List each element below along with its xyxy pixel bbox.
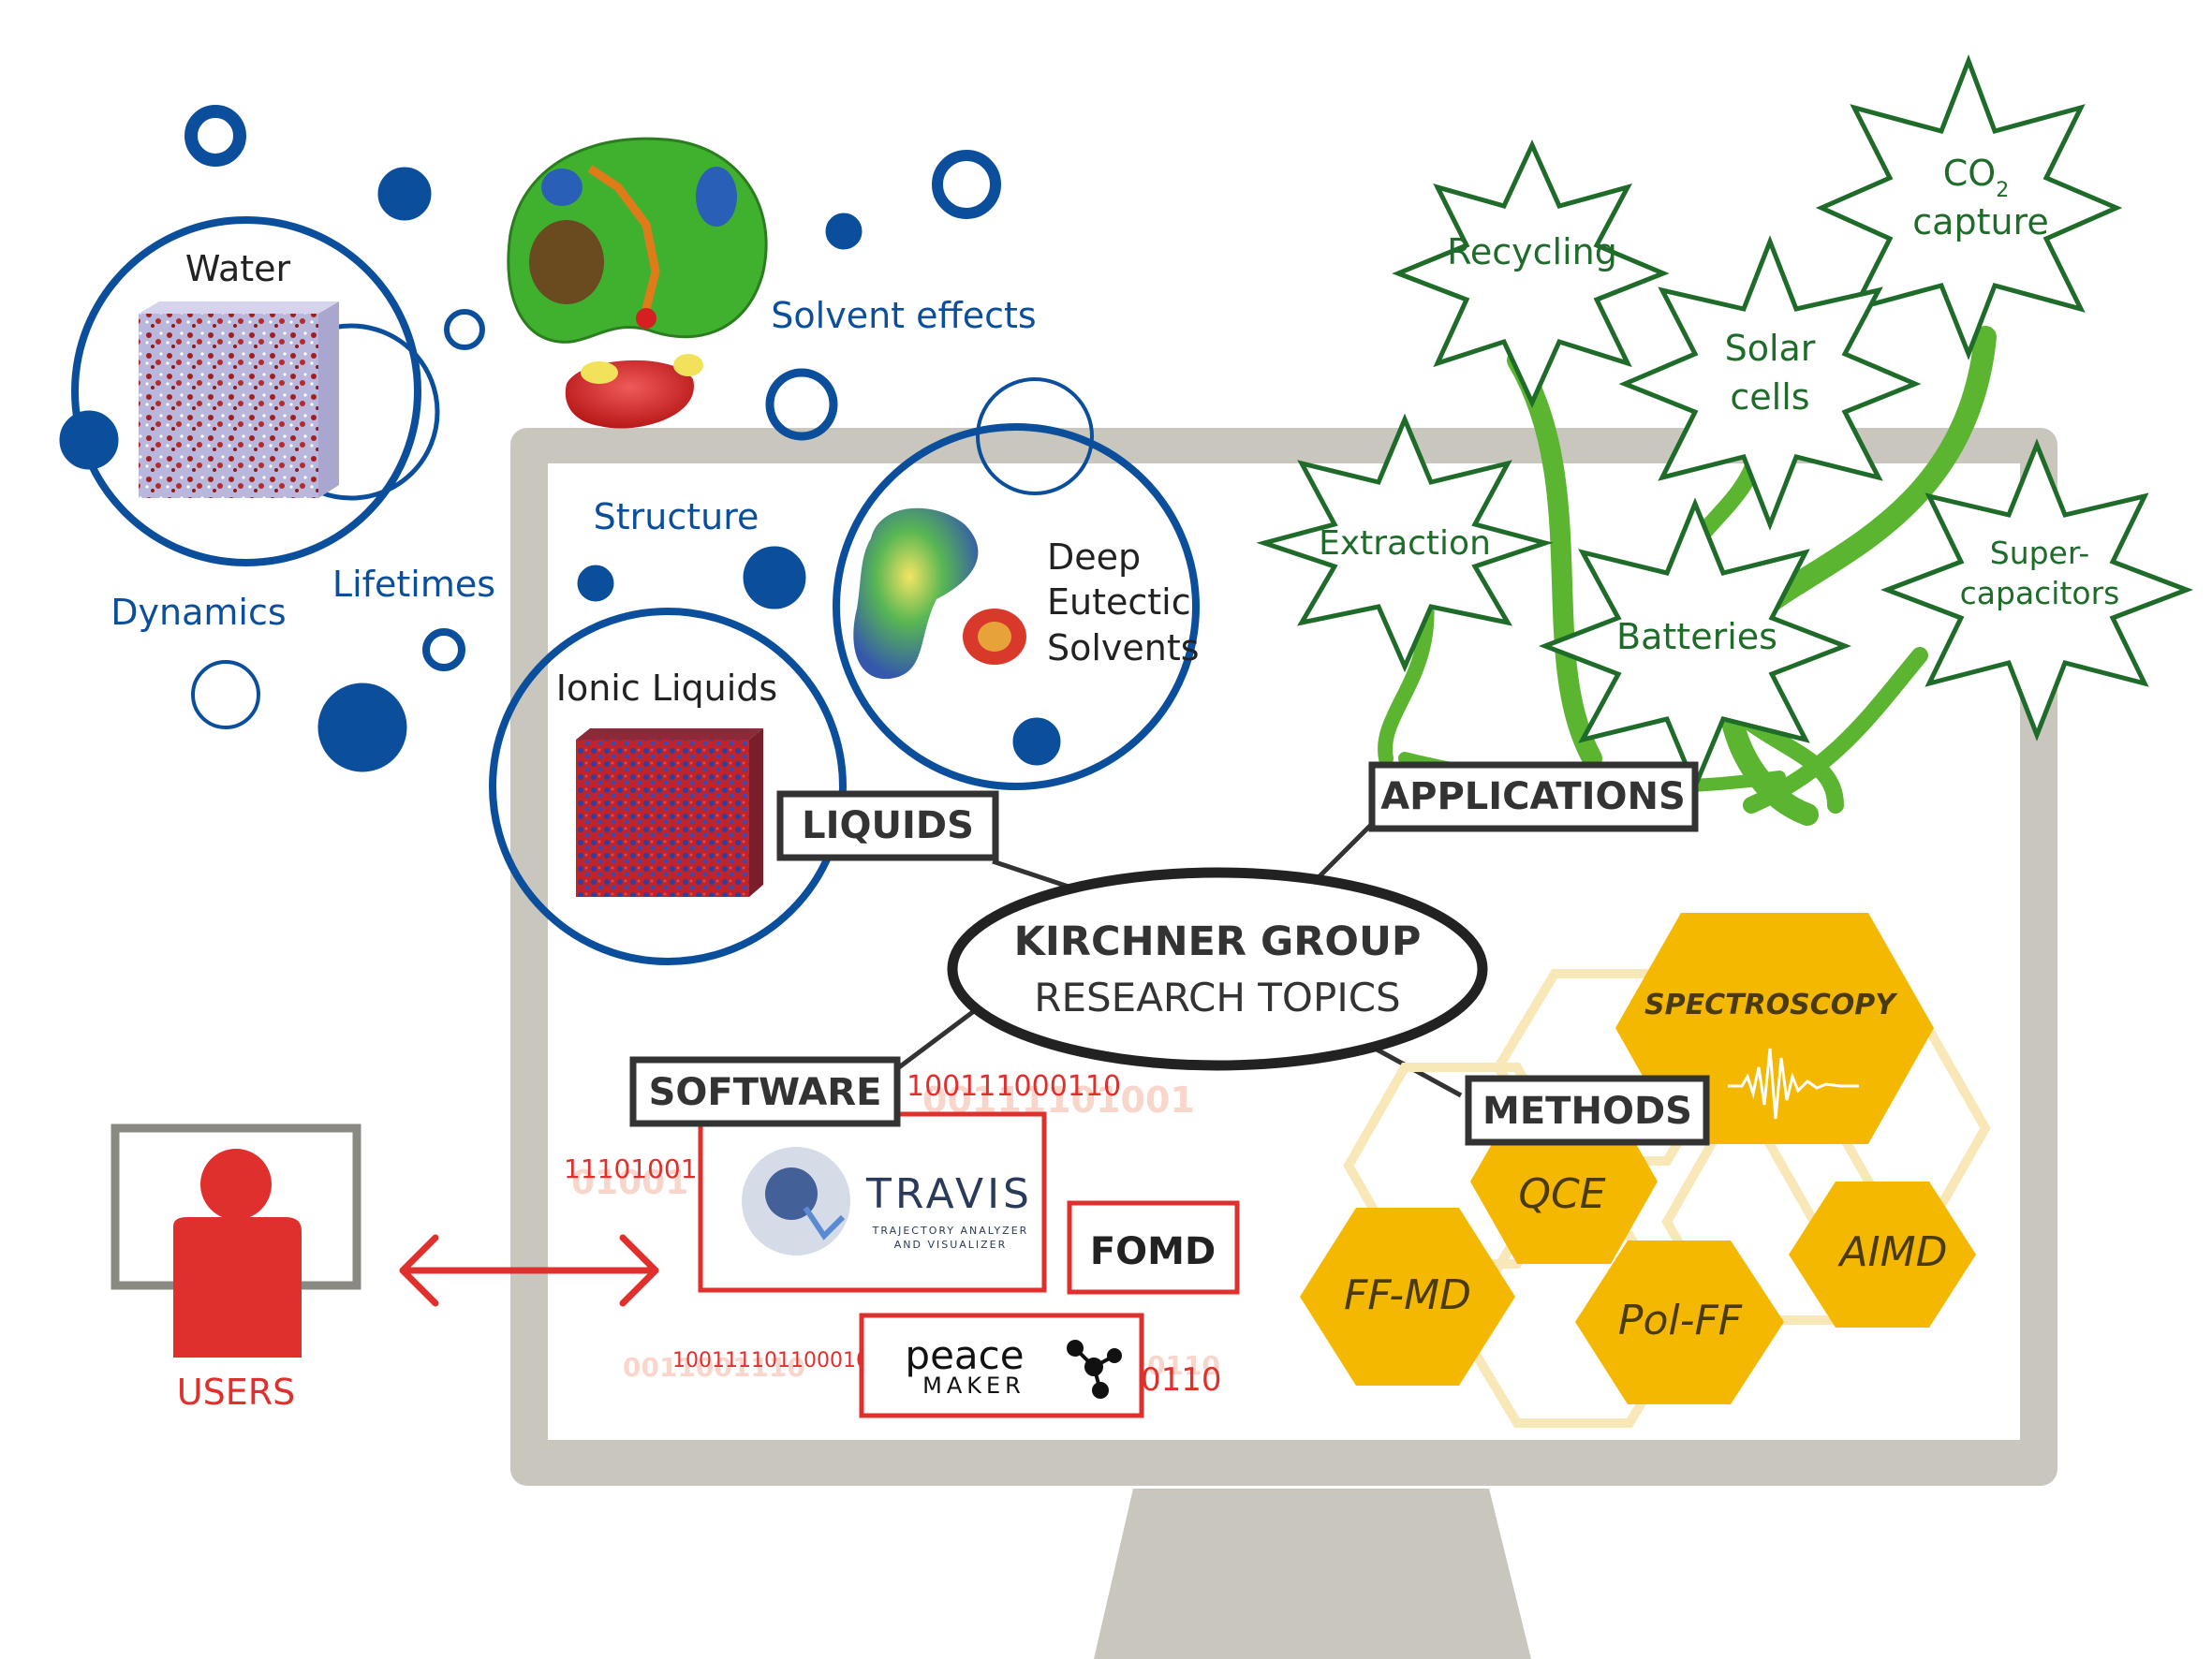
spectroscopy-label: SPECTROSCOPY — [1644, 989, 1898, 1021]
center-node: KIRCHNER GROUP RESEARCH TOPICS — [947, 867, 1488, 1071]
peacemaker-label-line1: peace — [905, 1332, 1024, 1378]
users-label: USERS — [177, 1372, 295, 1413]
methods-category-label: METHODS — [1482, 1090, 1692, 1133]
travis-box[interactable]: TRAVIS TRAJECTORY ANALYZER AND VISUALIZE… — [698, 1111, 1047, 1293]
fomd-label: FOMD — [1090, 1230, 1216, 1273]
des-label-line1: Deep — [1047, 536, 1141, 578]
dynamics-label: Dynamics — [111, 592, 286, 633]
liquids-category-label: LIQUIDS — [802, 804, 974, 847]
hex-aimd: AIMD — [1789, 1182, 1976, 1328]
solar-label-line1: Solar — [1725, 328, 1816, 369]
travis-label: TRAVIS — [865, 1170, 1033, 1218]
molecule-icon — [1067, 1340, 1122, 1399]
star-shape — [1256, 413, 1554, 673]
hex-polff: Pol-FF — [1575, 1241, 1784, 1404]
travis-tagline-2: AND VISUALIZER — [894, 1239, 1008, 1251]
binary-4: 0110 — [1141, 1361, 1222, 1399]
users-region: USERS — [111, 1123, 659, 1413]
software-category-label: SOFTWARE — [649, 1071, 882, 1114]
star-co2: CO2 capture — [1815, 53, 2123, 360]
binary-faded-4: 0110 — [1147, 1350, 1220, 1381]
category-software[interactable]: SOFTWARE — [629, 1056, 901, 1127]
solvent-effects-label: Solvent effects — [771, 295, 1036, 336]
category-methods[interactable]: METHODS — [1465, 1075, 1710, 1146]
polff-label: Pol-FF — [1618, 1297, 1743, 1344]
ionic-liquids-circle — [489, 608, 847, 965]
ionic-liquids-label: Ionic Liquids — [556, 668, 777, 709]
peacemaker-box[interactable]: peace MAKER — [859, 1313, 1144, 1418]
structure-label: Structure — [594, 496, 759, 537]
binary-faded-3: 0011001110 — [623, 1352, 805, 1383]
co2-label-line2: capture — [1912, 201, 2048, 242]
water-circle — [71, 216, 421, 566]
star-supercapacitors: Super- capacitors — [1880, 438, 2194, 741]
water-label: Water — [185, 248, 291, 289]
applications-region: Recycling CO2 capture Solar cells Extrac… — [1256, 53, 2194, 826]
star-shape — [1880, 438, 2194, 741]
travis-tagline-1: TRAJECTORY ANALYZER — [872, 1225, 1029, 1237]
lifetimes-label: Lifetimes — [332, 564, 495, 605]
monitor-stand — [1094, 1489, 1531, 1659]
star-solar-cells: Solar cells — [1618, 235, 1922, 531]
solar-label-line2: cells — [1730, 376, 1809, 418]
center-subtitle: RESEARCH TOPICS — [1034, 975, 1400, 1020]
des-circle — [833, 423, 1200, 790]
star-shape — [1815, 53, 2123, 360]
binary-faded-2: 01001 — [571, 1164, 688, 1202]
star-extraction: Extraction — [1256, 413, 1554, 673]
aimd-label: AIMD — [1837, 1228, 1948, 1276]
extraction-label: Extraction — [1319, 524, 1491, 563]
category-liquids[interactable]: LIQUIDS — [776, 790, 999, 861]
liquids-region: Water Dynamics Lifetimes Solvent effects… — [59, 105, 1200, 965]
des-molecule — [853, 507, 1026, 680]
category-applications[interactable]: APPLICATIONS — [1368, 761, 1699, 832]
bubbles — [59, 105, 1094, 772]
qce-label: QCE — [1518, 1170, 1605, 1218]
fomd-box[interactable]: FOMD — [1067, 1200, 1240, 1295]
hex-ffmd: FF-MD — [1300, 1208, 1515, 1386]
des-label-line3: Solvents — [1047, 627, 1200, 668]
batteries-label: Batteries — [1616, 616, 1777, 657]
applications-category-label: APPLICATIONS — [1380, 775, 1686, 818]
peacemaker-label-line2: MAKER — [922, 1373, 1025, 1399]
binary-2: 111010011 — [564, 1153, 714, 1184]
star-shape — [1618, 235, 1922, 531]
user-icon — [173, 1149, 302, 1358]
spectrum-icon — [1728, 1048, 1859, 1120]
ionic-liquids-box — [576, 728, 763, 897]
super-label-line1: Super- — [1990, 535, 2089, 571]
binary-3: 1001111011000100 — [672, 1349, 882, 1373]
super-label-line2: capacitors — [1960, 575, 2120, 611]
bidirectional-arrow-icon — [399, 1234, 659, 1307]
des-label-line2: Eutectic — [1047, 581, 1191, 623]
solvent-effects-molecule — [507, 137, 768, 429]
star-recycling: Recycling — [1392, 139, 1670, 409]
binary-1: 100111000110 — [907, 1070, 1121, 1103]
star-shape — [1392, 139, 1670, 409]
ffmd-label: FF-MD — [1344, 1271, 1471, 1319]
center-title: KIRCHNER GROUP — [1014, 918, 1422, 965]
star-batteries: Batteries — [1539, 497, 1851, 793]
co2-label-line1: CO2 — [1943, 153, 2009, 202]
recycling-label: Recycling — [1447, 231, 1617, 272]
water-box — [139, 301, 339, 498]
